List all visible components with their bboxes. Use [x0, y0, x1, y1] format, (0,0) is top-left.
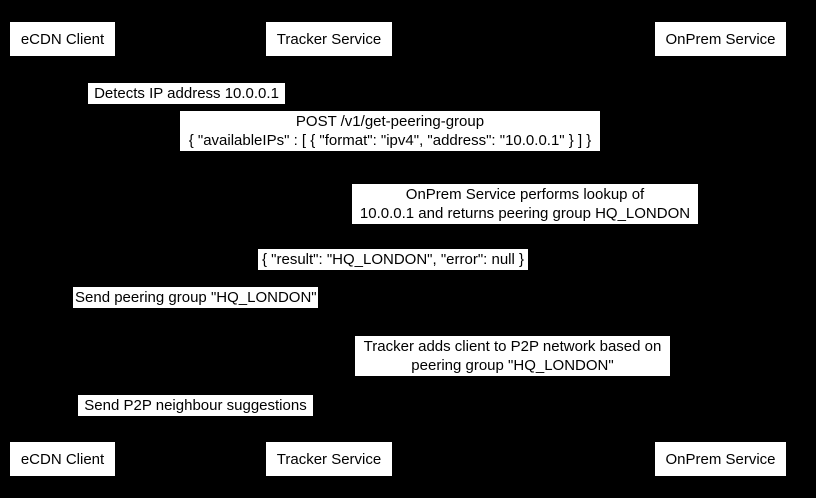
message-text: OnPrem Service performs lookup of: [405, 186, 645, 203]
actor-bottom-onprem-service: OnPrem Service: [655, 442, 786, 476]
message-detects-ip: Detects IP address 10.0.0.1: [88, 83, 285, 104]
message-tracker-adds-client: Tracker adds client to P2P network based…: [355, 336, 670, 376]
actor-label: OnPrem Service: [665, 30, 776, 48]
message-text: Detects IP address 10.0.0.1: [94, 85, 279, 102]
message-text: 10.0.0.1 and returns peering group HQ_LO…: [359, 205, 691, 222]
message-text: Send P2P neighbour suggestions: [84, 397, 307, 414]
actor-top-onprem-service: OnPrem Service: [655, 22, 786, 56]
message-send-peering-group: Send peering group "HQ_LONDON": [73, 287, 318, 308]
message-text: Tracker adds client to P2P network based…: [363, 338, 662, 355]
message-post-get-peering-group: POST /v1/get-peering-group { "availableI…: [180, 111, 600, 151]
actor-label: Tracker Service: [276, 30, 382, 48]
message-text: { "availableIPs" : [ { "format": "ipv4",…: [188, 132, 592, 149]
actor-bottom-tracker-service: Tracker Service: [266, 442, 392, 476]
message-result-hq-london: { "result": "HQ_LONDON", "error": null }: [258, 249, 528, 270]
actor-label: eCDN Client: [20, 450, 105, 468]
message-text: POST /v1/get-peering-group: [295, 113, 485, 130]
message-text: Send peering group "HQ_LONDON": [75, 289, 317, 306]
actor-label: eCDN Client: [20, 30, 105, 48]
message-text: { "result": "HQ_LONDON", "error": null }: [261, 251, 525, 268]
actor-label: Tracker Service: [276, 450, 382, 468]
message-send-p2p-suggestions: Send P2P neighbour suggestions: [78, 395, 313, 416]
message-text: peering group "HQ_LONDON": [411, 357, 614, 374]
actor-top-ecdn-client: eCDN Client: [10, 22, 115, 56]
actor-bottom-ecdn-client: eCDN Client: [10, 442, 115, 476]
actor-label: OnPrem Service: [665, 450, 776, 468]
actor-top-tracker-service: Tracker Service: [266, 22, 392, 56]
message-onprem-lookup: OnPrem Service performs lookup of 10.0.0…: [352, 184, 698, 224]
